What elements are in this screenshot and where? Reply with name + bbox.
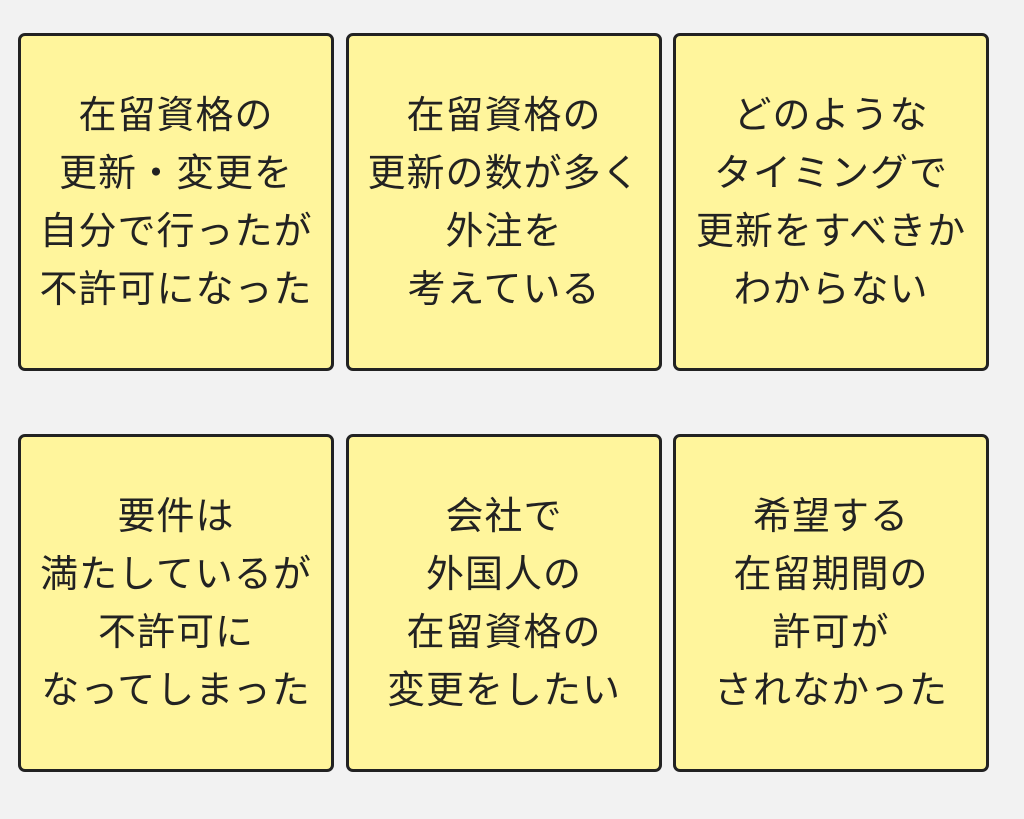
note-line: 不許可になった: [39, 267, 313, 311]
note-line: 在留資格の: [406, 93, 602, 137]
sticky-note: どのような タイミングで 更新をすべきか わからない: [673, 33, 989, 371]
note-line: 更新・変更を: [58, 151, 293, 195]
sticky-note: 会社で 外国人の 在留資格の 変更をしたい: [346, 434, 662, 772]
note-line: 在留資格の: [78, 93, 274, 137]
note-line: 会社で: [445, 494, 563, 538]
sticky-note: 在留資格の 更新の数が多く 外注を 考えている: [346, 33, 662, 371]
sticky-note: 希望する 在留期間の 許可が されなかった: [673, 434, 989, 772]
note-line: 満たしているが: [40, 552, 312, 596]
note-line: 許可が: [772, 610, 890, 654]
note-line: 外注を: [445, 209, 563, 253]
note-line: わからない: [733, 267, 929, 311]
note-line: タイミングで: [713, 151, 948, 195]
note-line: されなかった: [713, 668, 948, 712]
note-line: 在留資格の: [406, 610, 602, 654]
note-line: 自分で行ったが: [39, 209, 313, 253]
sticky-note: 要件は 満たしているが 不許可に なってしまった: [18, 434, 334, 772]
note-line: 在留期間の: [733, 552, 929, 596]
note-line: 不許可に: [97, 610, 254, 654]
sticky-note: 在留資格の 更新・変更を 自分で行ったが 不許可になった: [18, 33, 334, 371]
note-line: 変更をしたい: [386, 668, 621, 712]
note-line: 更新の数が多く: [367, 151, 641, 195]
note-line: どのような: [733, 93, 929, 137]
note-line: 更新をすべきか: [695, 209, 967, 253]
note-line: 希望する: [752, 494, 909, 538]
note-line: 外国人の: [425, 552, 582, 596]
note-line: 考えている: [407, 267, 601, 311]
note-line: なってしまった: [41, 668, 311, 712]
note-line: 要件は: [117, 494, 235, 538]
